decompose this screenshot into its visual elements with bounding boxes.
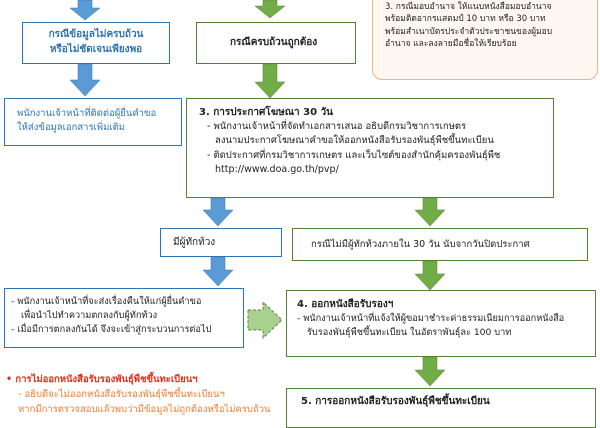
objection-followup-box: - พนักงานเจ้าหน้าที่จะส่งเรื่องคืนให้แก่…: [4, 288, 244, 348]
note-line: 3. กรณีมอบอำนาจ ให้แนบหนังสือมอบอำนาจ: [385, 2, 552, 12]
objection-bullet: - เมื่อมีการตกลงกันได้ จึงจะเข้าสู่กระบว…: [11, 323, 212, 335]
complete-data-box: กรณีครบถ้วนถูกต้อง: [196, 22, 356, 64]
arrow-to-complete: [254, 0, 286, 19]
step3-link: http://www.doa.go.th/pvp/: [215, 163, 339, 175]
step3-bullet: - พนักงานเจ้าหน้าที่จัดทำเอกสารเสนอ อธิบ…: [207, 121, 467, 132]
step3-announcement-box: 3. การประกาศโฆษณา 30 วัน - พนักงานเจ้าหน…: [186, 98, 554, 198]
no-objection-box: กรณีไม่มีผู้ทักท้วงภายใน 30 วัน นับจากวั…: [292, 228, 588, 261]
incomplete-followup-box: พนักงานเจ้าหน้าที่ติดต่อผู้ยื่นคำขอ ให้ส…: [4, 98, 182, 146]
objection-bullet: เพื่อนำไปทำความตกลงกับผู้ทักท้วง: [21, 309, 158, 321]
step3-bullet: ลงนามประกาศโฆษณาคำขอให้ออกหนังสือรับรองพ…: [215, 135, 494, 147]
arrow-step4-down: [414, 356, 446, 387]
refusal-title: • การไม่ออกหนังสือรับรองพันธุ์พืชขึ้นทะเ…: [6, 374, 198, 385]
flow-arrows: [69, 0, 446, 387]
step3-bullet: - ติดประกาศที่กรมวิชาการเกษตร และเว็บไซต…: [207, 149, 501, 161]
arrow-no-objection-down: [414, 260, 446, 291]
incomplete-line: กรณีข้อมูลไม่ครบถ้วน: [48, 29, 144, 40]
power-of-attorney-note: 3. กรณีมอบอำนาจ ให้แนบหนังสือมอบอำนาจ พร…: [372, 0, 598, 80]
step5-issue-box: 5. การออกหนังสือรับรองพันธุ์พืชขึ้นทะเบี…: [286, 388, 596, 428]
step5-title: 5. การออกหนังสือรับรองพันธุ์พืชขึ้นทะเบี…: [301, 396, 490, 407]
step3-title: 3. การประกาศโฆษณา 30 วัน: [199, 107, 333, 118]
note-line: พร้อมติดอากรแสตมป์ 10 บาท หรือ 30 บาท: [385, 14, 546, 25]
followup-line: พนักงานเจ้าหน้าที่ติดต่อผู้ยื่นคำขอ: [17, 108, 157, 119]
objection-bullet: - พนักงานเจ้าหน้าที่จะส่งเรื่องคืนให้แก่…: [11, 296, 202, 307]
incomplete-line: หรือไม่ชัดเจนเพียงพอ: [49, 43, 143, 55]
arrow-note-to-step4: [247, 300, 283, 340]
step4-bullet: - พนักงานเจ้าหน้าที่แจ้งให้ผู้ขอมาชำระค่…: [297, 313, 565, 324]
step4-bullet: รับรองพันธุ์พืชขึ้นทะเบียน ในอัตราพันธุ์…: [307, 326, 512, 338]
note-line: อำนาจ และลงลายมือชื่อให้เรียบร้อย: [385, 38, 517, 49]
complete-label: กรณีครบถ้วนถูกต้อง: [230, 37, 318, 48]
step4-certificate-box: 4. ออกหนังสือรับรองฯ - พนักงานเจ้าหน้าที…: [286, 290, 596, 357]
incomplete-data-box: กรณีข้อมูลไม่ครบถ้วน หรือไม่ชัดเจนเพียงพ…: [22, 22, 170, 64]
arrow-complete-down: [254, 63, 286, 99]
step4-title: 4. ออกหนังสือรับรองฯ: [297, 299, 394, 310]
refusal-note: • การไม่ออกหนังสือรับรองพันธุ์พืชขึ้นทะเ…: [6, 372, 282, 417]
no-objection-label: กรณีไม่มีผู้ทักท้วงภายใน 30 วัน นับจากวั…: [311, 239, 530, 250]
arrow-to-no-objection: [414, 197, 446, 227]
arrow-to-objection: [202, 197, 234, 227]
arrow-objection-down: [202, 256, 234, 287]
arrow-incomplete-down: [69, 63, 101, 97]
followup-line: ให้ส่งข้อมูลเอกสารเพิ่มเติม: [17, 121, 126, 133]
note-line: พร้อมสำเนาบัตรประจำตัวประชาชนของผู้มอบ: [385, 26, 553, 37]
objection-label: มีผู้ทักท้วง: [173, 237, 216, 248]
refusal-line: - อธิบดีจะไม่ออกหนังสือรับรองพันธุ์พืชขึ…: [18, 389, 225, 401]
objection-box: มีผู้ทักท้วง: [160, 228, 282, 257]
refusal-line: หากมีการตรวจสอบแล้วพบว่ามีข้อมูลไม่ถูกต้…: [18, 404, 271, 416]
arrow-to-incomplete: [69, 0, 101, 21]
